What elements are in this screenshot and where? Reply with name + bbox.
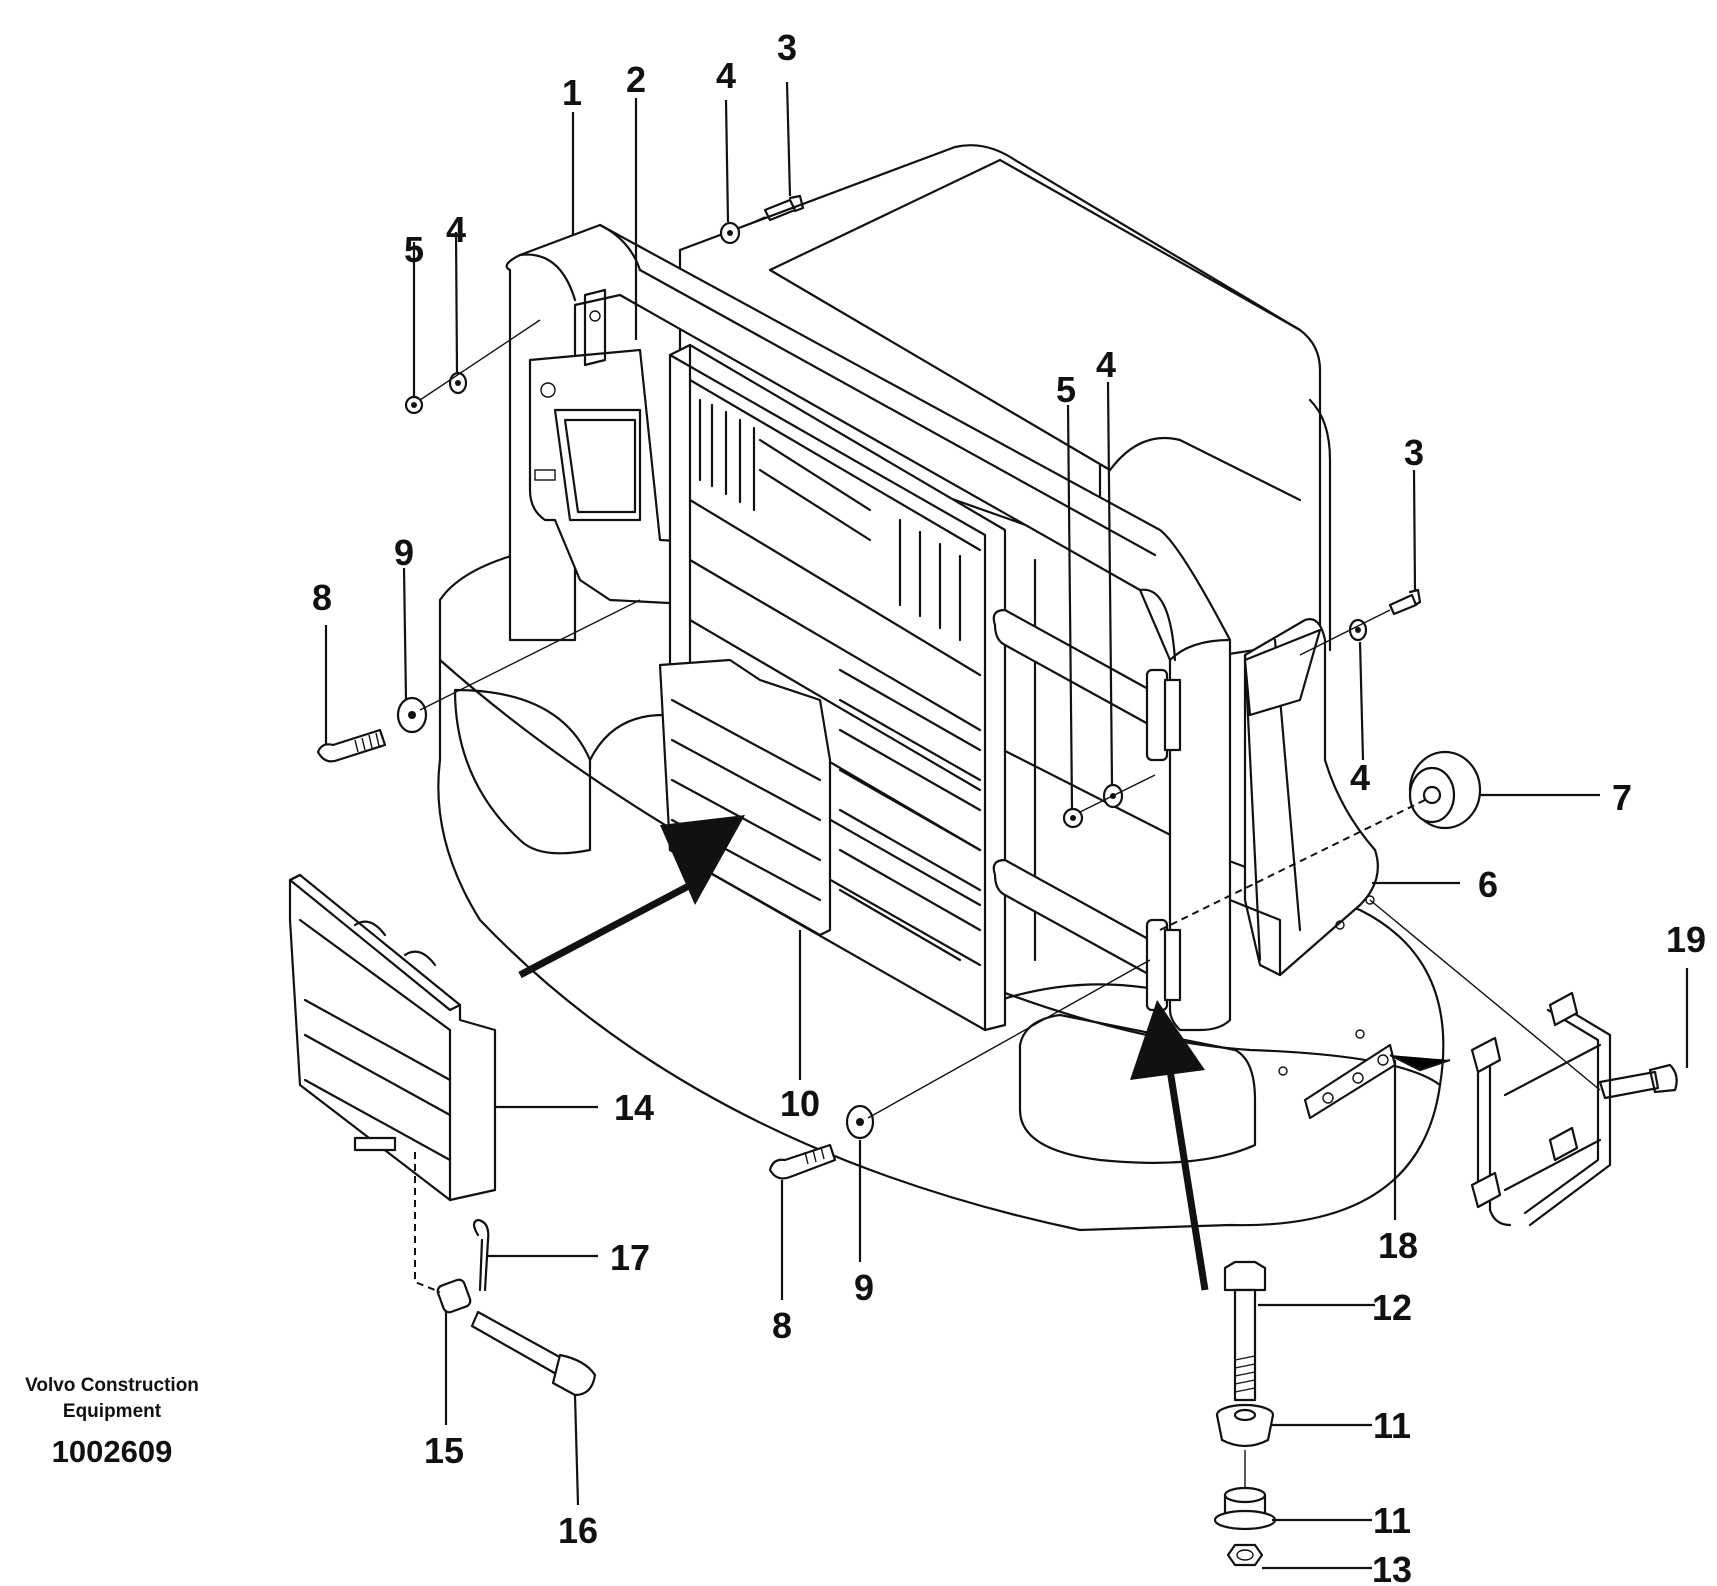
callout-5-upper-left: 5 — [404, 229, 424, 270]
washer-part-4-right — [1348, 618, 1368, 642]
callout-3-right: 3 — [1404, 432, 1424, 473]
callout-4-top: 4 — [716, 55, 736, 96]
callout-9-left: 9 — [394, 532, 414, 573]
pin-part-16 — [470, 1310, 597, 1397]
washer-part-9-lower — [845, 1104, 875, 1140]
dashed-mount-line — [1159, 799, 1426, 931]
callout-1: 1 — [562, 72, 582, 113]
washer-part-4-upper-left — [448, 371, 468, 395]
callout-8-lower: 8 — [772, 1305, 792, 1346]
caption-drawing-number: 1002609 — [52, 1434, 173, 1469]
nut-part-5-upper-left — [404, 395, 424, 415]
leader-lines — [324, 81, 1689, 1570]
assembly-line-upper-left — [419, 319, 541, 401]
callout-11-lower: 11 — [1373, 1500, 1411, 1541]
callout-2: 2 — [626, 59, 646, 100]
callout-13: 13 — [1372, 1549, 1412, 1586]
rubber-mount-part-7 — [1408, 750, 1482, 830]
rubber-bushing-part-11-upper — [1215, 1403, 1275, 1448]
nut-part-5-middle — [1062, 807, 1084, 829]
rubber-bushing-part-11-lower — [1213, 1486, 1277, 1531]
upper-hinge — [992, 608, 1182, 762]
callout-18: 18 — [1378, 1225, 1418, 1266]
bolt-part-19 — [1598, 1063, 1678, 1100]
callout-3-top: 3 — [777, 27, 797, 68]
callout-4-right: 4 — [1350, 757, 1370, 798]
assembly-line-19 — [1369, 899, 1601, 1091]
handle — [1470, 991, 1612, 1227]
bolt-part-8-left — [316, 728, 387, 763]
assembly-line-right — [1299, 609, 1391, 656]
callout-15: 15 — [424, 1430, 464, 1471]
direction-arrow-left — [518, 815, 745, 979]
callout-5-middle: 5 — [1056, 369, 1076, 410]
drawing-caption: Volvo Construction Equipment 1002609 — [25, 1375, 199, 1469]
callout-9-lower: 9 — [854, 1267, 874, 1308]
callout-10: 10 — [780, 1083, 820, 1124]
assembly-line-lower — [867, 959, 1151, 1119]
washer-part-4-top — [719, 221, 741, 245]
callout-19: 19 — [1666, 919, 1706, 960]
callout-4-middle: 4 — [1096, 344, 1116, 385]
assembly-line-middle — [1079, 774, 1156, 813]
caption-organization-line-1: Volvo Construction — [25, 1375, 199, 1396]
callout-numbers: 1 2 3 4 5 4 5 4 3 4 9 8 7 6 19 10 14 17 … — [312, 27, 1706, 1586]
bolt-part-8-lower — [768, 1143, 837, 1180]
bolt-part-3-right — [1388, 588, 1422, 616]
plate-part-18 — [1303, 1043, 1451, 1120]
lower-hinge — [992, 858, 1182, 1012]
caption-organization-line-2: Equipment — [63, 1401, 162, 1422]
dashed-pin-line — [414, 1152, 441, 1293]
side-bracket-part-6 — [1228, 618, 1379, 977]
bolt-part-3-top — [763, 194, 805, 222]
washer-part-9-left — [396, 696, 428, 734]
callout-4-upper-left: 4 — [446, 209, 466, 250]
callout-11-upper: 11 — [1373, 1405, 1411, 1446]
assembly-line-left — [419, 599, 641, 711]
detached-grille-part-14 — [288, 873, 497, 1202]
bolt-part-12 — [1223, 1260, 1267, 1402]
nut-part-13 — [1226, 1543, 1264, 1567]
assembly-line-top — [739, 216, 766, 229]
callout-7: 7 — [1612, 777, 1632, 818]
callout-16: 16 — [558, 1510, 598, 1551]
cotter-pin-part-17 — [472, 1218, 490, 1292]
callout-12: 12 — [1372, 1287, 1412, 1328]
callout-8-left: 8 — [312, 577, 332, 618]
direction-arrow-right — [1130, 1000, 1209, 1291]
callout-17: 17 — [610, 1237, 650, 1278]
callout-6: 6 — [1478, 864, 1498, 905]
callout-14: 14 — [614, 1087, 654, 1128]
sleeve-part-15 — [436, 1278, 472, 1314]
